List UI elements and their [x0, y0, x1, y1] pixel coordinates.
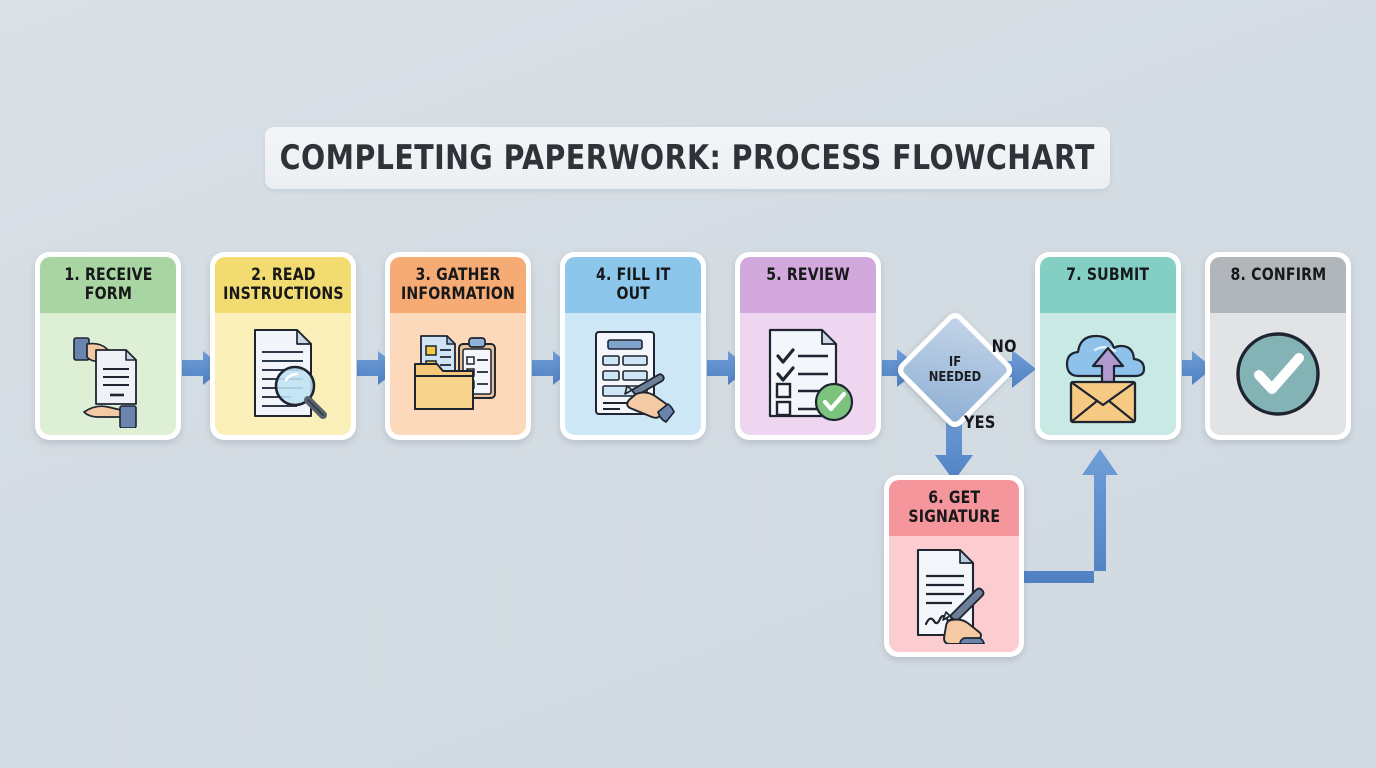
step-header: 1. RECEIVE FORM: [40, 257, 176, 313]
step-label: 2. READ INSTRUCTIONS: [222, 265, 344, 303]
edge-label-no: NO: [991, 337, 1017, 357]
folder-clipboard-documents-icon: [414, 335, 496, 410]
decision-if-needed[interactable]: IF NEEDED: [894, 309, 1016, 431]
step-card-receive-form[interactable]: 1. RECEIVE FORM: [35, 252, 181, 440]
step-label: 1. RECEIVE FORM: [63, 265, 153, 303]
step-label: 5. REVIEW: [766, 265, 850, 284]
step-header: 6. GET SIGNATURE: [889, 480, 1019, 536]
form-hand-pen-icon: [595, 331, 675, 423]
document-magnifier-icon: [254, 329, 327, 419]
step-label: 8. CONFIRM: [1230, 265, 1326, 284]
step-header: 8. CONFIRM: [1210, 257, 1346, 313]
step-card-read-instructions[interactable]: 2. READ INSTRUCTIONS: [210, 252, 356, 440]
step-illustration: [565, 313, 701, 435]
step-card-review[interactable]: 5. REVIEW: [735, 252, 881, 440]
step-card-inner: 6. GET SIGNATURE: [889, 480, 1019, 652]
step-card-inner: 3. GATHER INFORMATION: [390, 257, 526, 435]
arrow-step6-step7-return: [1022, 449, 1118, 583]
step-card-inner: 5. REVIEW: [740, 257, 876, 435]
step-card-gather-information[interactable]: 3. GATHER INFORMATION: [385, 252, 531, 440]
step-card-inner: 2. READ INSTRUCTIONS: [215, 257, 351, 435]
checklist-approved-icon: [768, 328, 854, 422]
decision-label: IF NEEDED: [928, 354, 982, 385]
step-card-fill-it-out[interactable]: 4. FILL IT OUT: [560, 252, 706, 440]
signing-document-hand-pen-icon: [916, 548, 985, 644]
edge-label-yes: YES: [963, 413, 996, 433]
step-illustration: [40, 313, 176, 435]
step-illustration: [215, 313, 351, 435]
step-illustration: [390, 313, 526, 435]
step-card-submit[interactable]: 7. SUBMIT: [1035, 252, 1181, 440]
step-header: 4. FILL IT OUT: [565, 257, 701, 313]
step-card-inner: 1. RECEIVE FORM: [40, 257, 176, 435]
step-illustration: [740, 313, 876, 435]
step-label: 4. FILL IT OUT: [595, 265, 671, 303]
step-card-inner: 7. SUBMIT: [1040, 257, 1176, 435]
step-illustration: [889, 536, 1019, 652]
cloud-upload-envelope-icon: [1065, 334, 1146, 424]
step-header: 3. GATHER INFORMATION: [390, 257, 526, 313]
step-label: 6. GET SIGNATURE: [908, 488, 1000, 526]
title-banner: COMPLETING PAPERWORK: PROCESS FLOWCHART: [265, 127, 1110, 189]
step-header: 2. READ INSTRUCTIONS: [215, 257, 351, 313]
step-label: 7. SUBMIT: [1066, 265, 1150, 284]
step-illustration: [1040, 313, 1176, 435]
step-card-get-signature[interactable]: 6. GET SIGNATURE: [884, 475, 1024, 657]
hands-passing-document-icon: [73, 337, 137, 428]
page-title: COMPLETING PAPERWORK: PROCESS FLOWCHART: [279, 138, 1096, 178]
step-label: 3. GATHER INFORMATION: [400, 265, 515, 303]
step-illustration: [1210, 313, 1346, 435]
step-card-confirm[interactable]: 8. CONFIRM: [1205, 252, 1351, 440]
step-header: 5. REVIEW: [740, 257, 876, 313]
step-header: 7. SUBMIT: [1040, 257, 1176, 313]
step-card-inner: 8. CONFIRM: [1210, 257, 1346, 435]
check-circle-icon: [1236, 332, 1320, 416]
step-card-inner: 4. FILL IT OUT: [565, 257, 701, 435]
